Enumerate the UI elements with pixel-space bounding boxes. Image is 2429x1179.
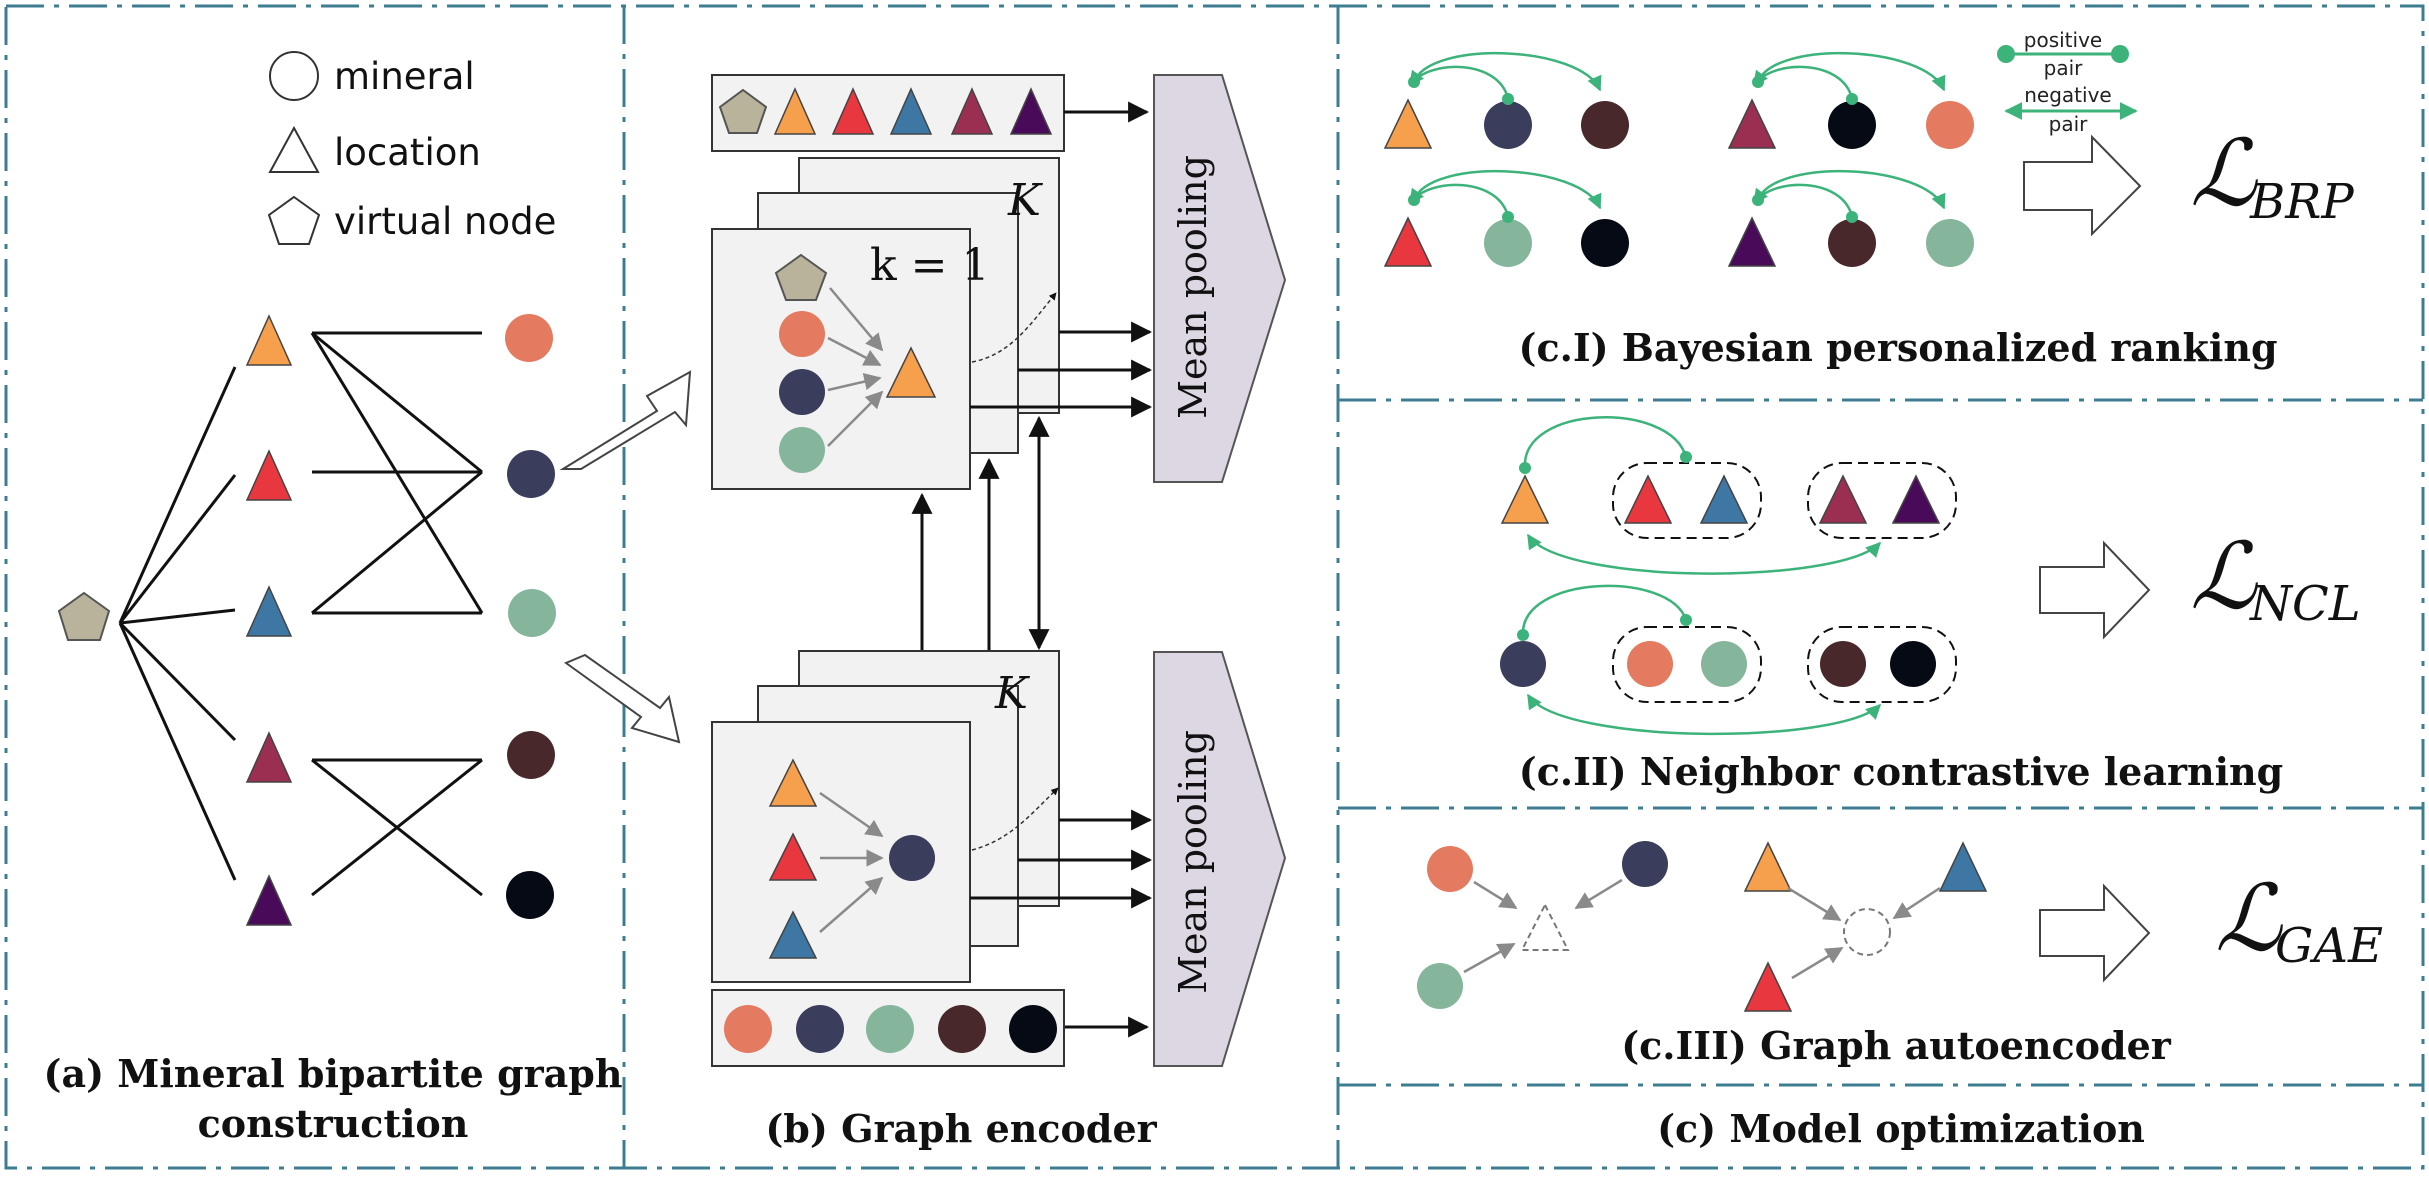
loss-ncl: ℒ NCL: [2190, 523, 2361, 632]
K-label-top: K: [1007, 175, 1043, 226]
negative-pair-label: pair: [2049, 112, 2089, 136]
pair-legend: positive pair negative pair: [1997, 28, 2138, 136]
brp-triplet-2: [1727, 52, 1974, 149]
target-location-node: [885, 346, 937, 398]
location-node-blue: [245, 585, 293, 637]
hollow-arrow-upper: [559, 370, 692, 470]
c1-caption: (c.I) Bayesian personalized ranking: [1518, 325, 2277, 370]
brp-triplet-1: [1383, 52, 1629, 149]
hollow-arrow-gae: [2039, 883, 2151, 983]
location-embedding-bar: [711, 74, 1065, 152]
legend: mineral location virtual node: [267, 51, 556, 245]
loss-brp: ℒ BRP: [2190, 120, 2354, 230]
sage-neighbor: [779, 427, 825, 473]
loss-gae: ℒ GAE: [2215, 865, 2383, 974]
hollow-arrow-lower: [563, 653, 681, 744]
hollow-arrow-brp: [2023, 134, 2142, 237]
K-label-bottom: K: [994, 668, 1030, 719]
svg-text:BRP: BRP: [2249, 174, 2354, 230]
panel-a: mineral location virtual node: [44, 51, 623, 1146]
panel-c1: positive pair negative pair ℒ BRP (c.I) …: [1383, 28, 2354, 370]
ncl-anchor-mineral: [1500, 641, 1546, 687]
blue-neighbor: [768, 910, 818, 959]
panel-a-caption-line2: construction: [198, 1101, 469, 1146]
svg-text:GAE: GAE: [2275, 918, 2383, 974]
panel-c2: ℒ NCL (c.II) Neighbor contrastive learni…: [1500, 416, 2361, 794]
bottom-outputs: [970, 809, 1153, 1038]
sage-embedding: [866, 1005, 914, 1053]
bipartite-edges: [118, 331, 484, 897]
masked-mineral-node: [1843, 908, 1891, 956]
layer-panel-front: [711, 228, 971, 490]
virtual-node: [57, 591, 111, 641]
mineral-node-brown: [507, 731, 555, 779]
salmon-neighbor: [779, 311, 825, 357]
c2-caption: (c.II) Neighbor contrastive learning: [1519, 749, 2284, 794]
ncl-negative-group-1: [1807, 462, 1957, 539]
blue-embedding: [889, 87, 933, 135]
orange-embedding: [773, 87, 817, 135]
navy-embedding: [796, 1005, 844, 1053]
legend-virtual-label: virtual node: [334, 200, 556, 243]
legend-location-label: location: [334, 131, 481, 174]
aggregation-arrows-bottom: [819, 791, 884, 933]
location-node-red: [245, 449, 293, 501]
k-equals-1-label: k = 1: [870, 240, 990, 291]
mineral-node-black: [506, 871, 554, 919]
purple-embedding: [1009, 87, 1053, 135]
svg-text:ℒ: ℒ: [2190, 523, 2258, 630]
black-embedding: [1009, 1005, 1057, 1053]
brp-triplet-4: [1727, 170, 1974, 267]
mineral-node-sage: [508, 589, 556, 637]
negative-label: negative: [2024, 83, 2111, 107]
positive-label: positive: [2024, 28, 2102, 52]
panel-c-caption: (c) Model optimization: [1657, 1106, 2145, 1151]
panel-b-caption: (b) Graph encoder: [765, 1106, 1157, 1151]
mean-pooling-bottom-label: Mean pooling: [1171, 730, 1215, 994]
svg-text:ℒ: ℒ: [2190, 120, 2258, 227]
mineral-legend-icon: [269, 51, 319, 101]
location-node-plum: [245, 731, 293, 783]
positive-pair-label: pair: [2044, 56, 2084, 80]
salmon-embedding: [724, 1005, 772, 1053]
panel-borders: [4, 4, 2425, 1170]
plum-embedding: [950, 87, 994, 135]
brp-triplet-3: [1383, 170, 1629, 267]
navy-neighbor: [779, 369, 825, 415]
mineral-node-salmon: [505, 314, 553, 362]
c3-caption: (c.III) Graph autoencoder: [1621, 1023, 2172, 1068]
panel-c3: ℒ GAE (c.III) Graph autoencoder: [1417, 841, 2383, 1068]
hollow-arrow-ncl: [2039, 540, 2151, 640]
location-legend-icon: [268, 125, 320, 173]
panel-a-caption-line1: (a) Mineral bipartite graph: [44, 1051, 623, 1096]
brown-embedding: [938, 1005, 986, 1053]
svg-text:NCL: NCL: [2249, 576, 2361, 632]
panel-b: K k = 1 K: [559, 74, 1287, 1151]
red-embedding: [831, 87, 875, 135]
location-node-purple: [245, 874, 293, 926]
top-outputs: [970, 101, 1153, 418]
mean-pooling-top-label: Mean pooling: [1171, 155, 1215, 419]
virtual-node-layer: [774, 253, 828, 301]
orange-neighbor: [768, 758, 818, 807]
mean-pooling-top: [1153, 74, 1287, 483]
red-neighbor: [768, 832, 818, 881]
legend-mineral-label: mineral: [334, 55, 475, 98]
ncl-negative-group-2: [1807, 626, 1957, 703]
masked-location-node: [1520, 902, 1570, 951]
ncl-anchor-location: [1500, 474, 1550, 524]
virtual-node-legend-icon: [267, 195, 321, 245]
aggregation-arrows-top: [827, 287, 884, 447]
mean-pooling-bottom: [1153, 651, 1287, 1067]
target-mineral-node: [889, 835, 935, 881]
mineral-node-navy: [507, 450, 555, 498]
svg-text:ℒ: ℒ: [2215, 865, 2283, 972]
location-node-orange: [245, 314, 293, 366]
virtual-node-embedding: [718, 88, 768, 134]
